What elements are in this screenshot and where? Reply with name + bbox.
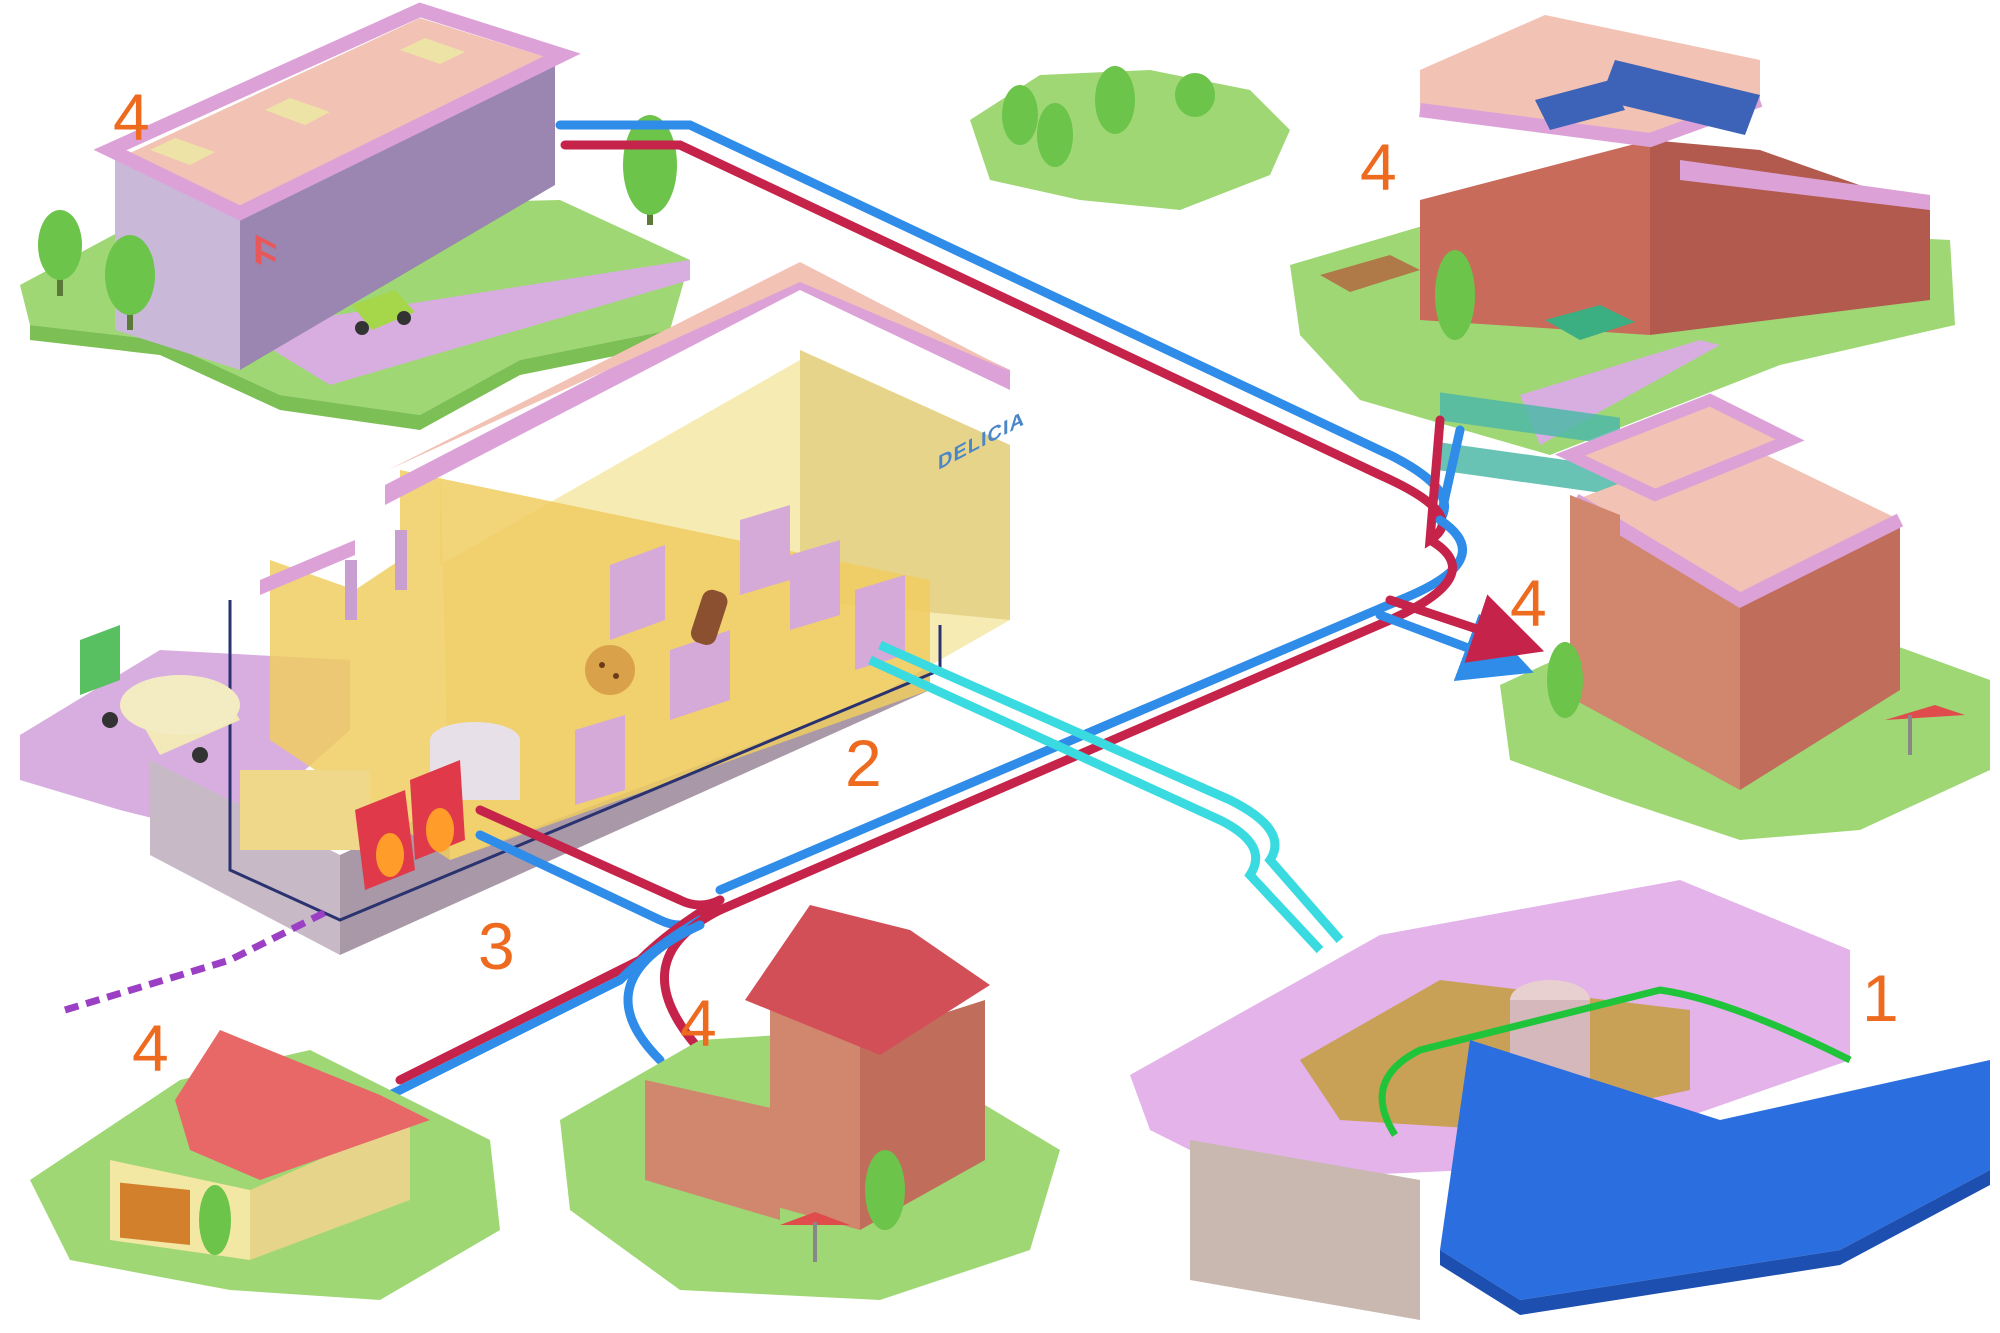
tree-icon (1435, 250, 1475, 340)
tree-icon (1095, 66, 1135, 134)
tree-icon (1037, 103, 1073, 167)
cookie-icon (585, 645, 635, 695)
factory-plant (20, 262, 1012, 955)
tree-icon (38, 210, 82, 296)
car-icon (352, 290, 415, 335)
supply-pipes (375, 120, 1545, 1105)
label-house-center: 4 (680, 986, 717, 1060)
house-center (560, 905, 1060, 1300)
label-plant: 2 (845, 726, 882, 800)
fire-icon (355, 760, 465, 890)
label-house-left: 4 (132, 1011, 169, 1085)
school (1290, 15, 1955, 496)
ice-cream-icon (690, 589, 728, 645)
house-left (30, 1030, 500, 1300)
label-school: 4 (1360, 130, 1397, 204)
umbrella-icon (1885, 705, 1965, 755)
lake-station (1130, 880, 1990, 1320)
truck-icon (80, 625, 240, 763)
tree-icon (1547, 642, 1583, 718)
solar-panel-icon (1535, 60, 1760, 135)
tree-icon (623, 115, 677, 225)
label-apartment: 4 (1510, 566, 1547, 640)
label-heat-unit: 3 (478, 909, 515, 983)
cooling-pipe (868, 640, 1344, 954)
apartment-building (1500, 393, 1990, 840)
label-factory-top-left: 4 (113, 80, 150, 154)
umbrella-icon (780, 1212, 850, 1262)
tree-icon (199, 1185, 231, 1255)
ping-pong-table-icon (1545, 305, 1635, 340)
tree-island (970, 66, 1290, 210)
gas-pipe (63, 906, 332, 1014)
tree-icon (865, 1150, 905, 1230)
tree-icon (1175, 73, 1215, 117)
tree-icon (1002, 85, 1038, 145)
tree-icon (105, 235, 155, 330)
label-lake: 1 (1862, 961, 1899, 1035)
factory-top-left (20, 2, 690, 430)
